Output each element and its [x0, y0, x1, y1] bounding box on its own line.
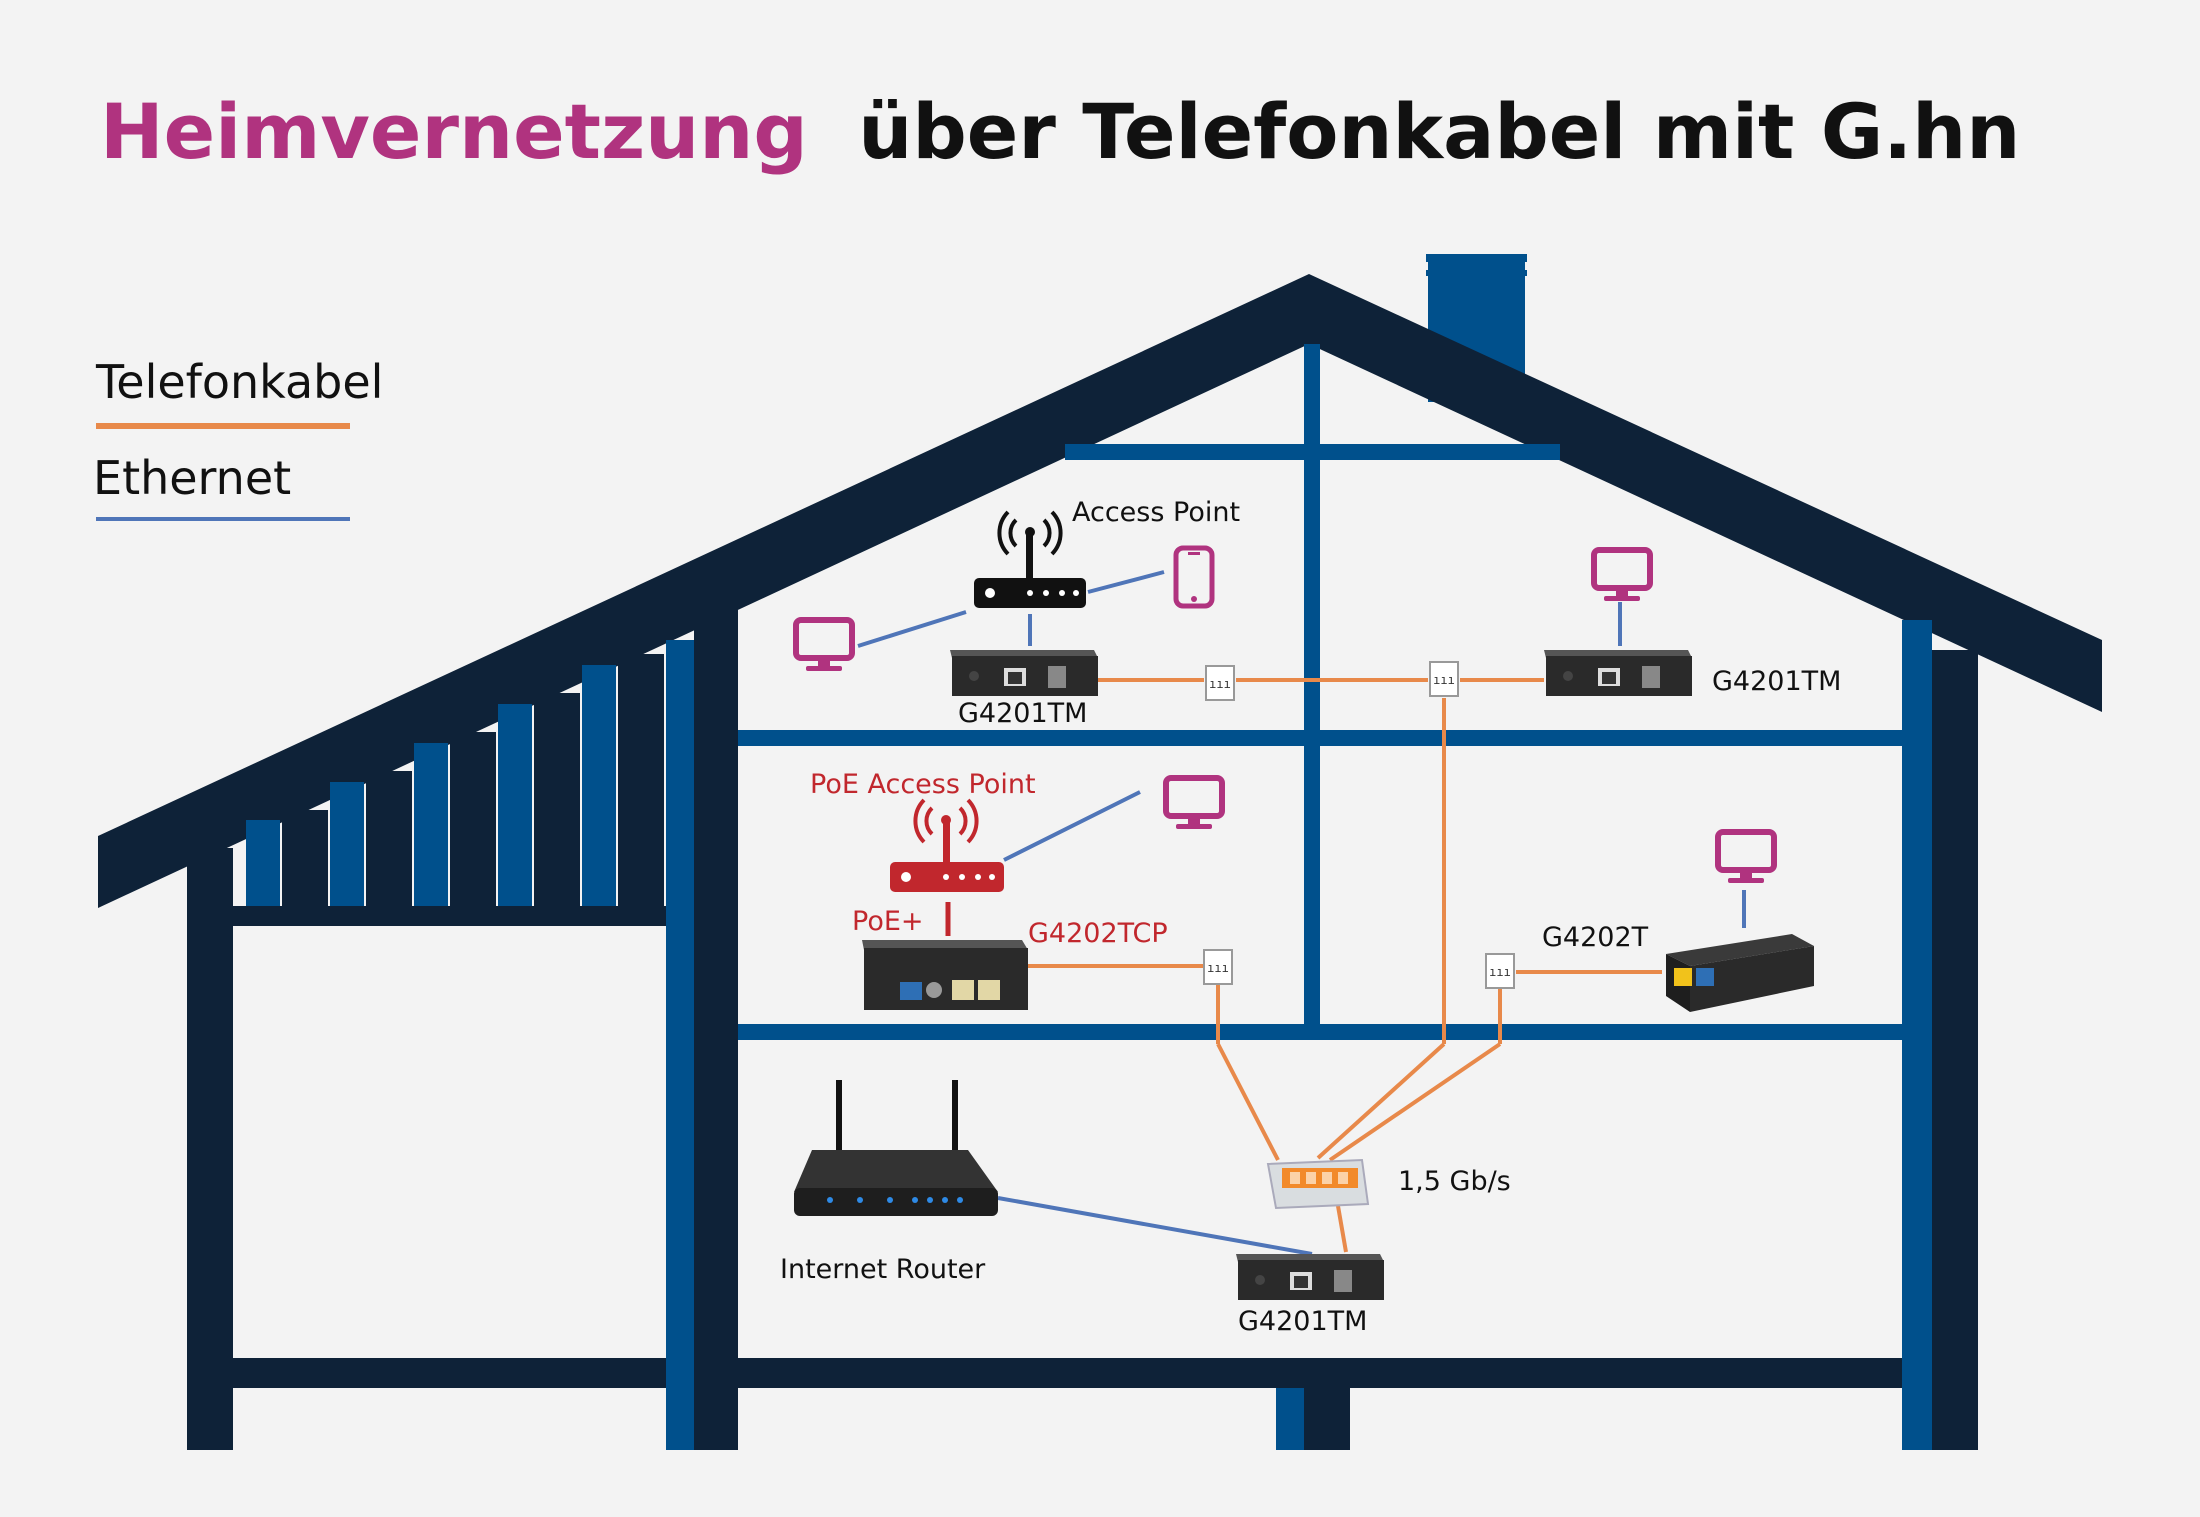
- right-wall-dark: [1932, 650, 1978, 1450]
- modem-top-left-label: G4201TM: [958, 698, 1087, 729]
- attic-beam: [1065, 444, 1560, 460]
- modem-device-bottom: [1236, 1254, 1384, 1300]
- poe-plus-label: PoE+: [852, 906, 924, 937]
- poe-access-point-icon: [890, 798, 1004, 892]
- title-highlight: Heimvernetzung: [100, 87, 808, 176]
- modem-device-mid-right: [1666, 934, 1814, 1012]
- title-rest: über Telefonkabel mit G.hn: [858, 87, 2020, 176]
- modem-top-right-label: G4201TM: [1712, 666, 1841, 697]
- telephone-cables: [1028, 678, 1662, 1253]
- monitor-icon: [1163, 775, 1225, 829]
- smartphone-icon: [1173, 545, 1215, 609]
- chimney-cap: [1426, 254, 1527, 262]
- access-point-icon: [974, 510, 1086, 608]
- modem-device-top-right: [1544, 650, 1692, 696]
- modem-mid-right-label: G4202T: [1542, 922, 1649, 953]
- foundation-post-blue: [1276, 1388, 1304, 1450]
- modem-poe-label: G4202TCP: [1028, 918, 1168, 949]
- poe-access-point-label: PoE Access Point: [810, 769, 1036, 800]
- page-title: Heimvernetzung über Telefonkabel mit G.h…: [100, 87, 2020, 176]
- socket-top-left: ııı: [1205, 665, 1235, 701]
- svg-text:ııı: ııı: [1489, 965, 1511, 979]
- main-left-wall-dark: [694, 610, 738, 1450]
- house-structure: [98, 254, 2102, 1450]
- center-post: [1304, 344, 1320, 1024]
- wire-connector: [1266, 1158, 1370, 1210]
- monitor-icon: [1591, 547, 1653, 601]
- access-point-label: Access Point: [1072, 497, 1240, 528]
- legend: Telefonkabel Ethernet: [93, 355, 383, 521]
- speed-label: 1,5 Gb/s: [1398, 1166, 1511, 1197]
- modem-device-top-left: [950, 650, 1098, 696]
- main-left-wall-blue: [666, 640, 694, 1450]
- svg-text:ııı: ııı: [1207, 961, 1229, 975]
- ethernet-cables: [857, 570, 1746, 1256]
- legend-telephone-label: Telefonkabel: [95, 355, 383, 409]
- modem-bottom-label: G4201TM: [1238, 1306, 1367, 1337]
- roof: [98, 274, 2102, 908]
- left-outer-wall: [187, 848, 233, 1450]
- socket-top-right: ııı: [1429, 661, 1459, 697]
- floor-beam-upper: [738, 730, 1902, 746]
- floor-beam-middle: [738, 1024, 1902, 1040]
- modem-device-poe: [862, 940, 1028, 1010]
- wall-sockets: ııı ııı ııı ııı: [1203, 661, 1515, 989]
- svg-text:ııı: ııı: [1209, 677, 1231, 691]
- annex-floor: [233, 1358, 667, 1388]
- internet-router-icon: [794, 1080, 998, 1216]
- annex-ceiling: [233, 906, 667, 926]
- foundation-post-dark: [1304, 1388, 1350, 1450]
- legend-ethernet-label: Ethernet: [93, 451, 291, 505]
- monitor-icon: [1715, 829, 1777, 883]
- ground-floor: [738, 1358, 1902, 1388]
- internet-router-label: Internet Router: [780, 1254, 986, 1285]
- socket-mid-right: ııı: [1485, 953, 1515, 989]
- svg-text:ııı: ııı: [1433, 673, 1455, 687]
- socket-mid-left: ııı: [1203, 949, 1233, 985]
- right-wall-blue: [1902, 620, 1932, 1450]
- chimney-cap-top: [1426, 270, 1527, 276]
- monitor-icon: [793, 617, 855, 671]
